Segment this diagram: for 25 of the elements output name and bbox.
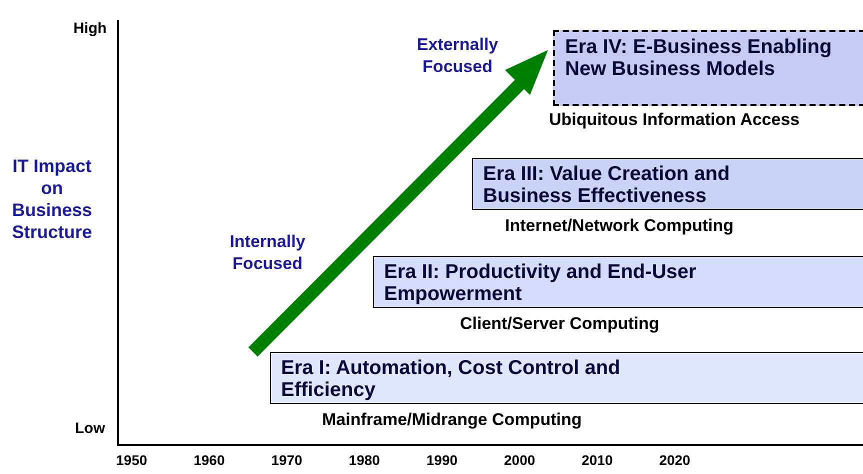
year-tick-label: 1970 <box>271 452 302 468</box>
year-tick-label: 1960 <box>194 452 225 468</box>
era-box <box>270 352 863 404</box>
technology-caption: Internet/Network Computing <box>505 216 734 236</box>
era-title: Era I: Automation, Cost Control and Efficiency <box>281 357 622 401</box>
year-tick-label: 2020 <box>659 452 690 468</box>
focus-label: Externally Focused <box>416 34 500 78</box>
technology-caption: Ubiquitous Information Access <box>549 110 800 130</box>
technology-caption: Client/Server Computing <box>460 314 660 334</box>
year-tick-label: 1950 <box>116 452 148 468</box>
era-title: Era III: Value Creation and Business Effectiveness <box>483 163 731 207</box>
era-title: Era IV: E-Business Enabling New Business Models <box>565 36 833 80</box>
focus-label: Internally Focused <box>228 231 306 275</box>
year-tick-label: 2000 <box>504 452 536 468</box>
axis-label: Low <box>74 419 106 439</box>
year-tick-label: 1980 <box>348 452 380 468</box>
era-title: Era II: Productivity and End-User Empowerment <box>384 261 698 305</box>
era-box <box>373 256 863 308</box>
year-tick-label: 2010 <box>582 452 613 468</box>
era-box <box>472 158 863 210</box>
era-box <box>553 30 863 106</box>
axis-label: High <box>72 19 108 39</box>
year-tick-label: 1990 <box>426 452 458 468</box>
technology-caption: Mainframe/Midrange Computing <box>322 410 582 430</box>
axis-title: IT Impact on Business Structure <box>10 155 94 243</box>
